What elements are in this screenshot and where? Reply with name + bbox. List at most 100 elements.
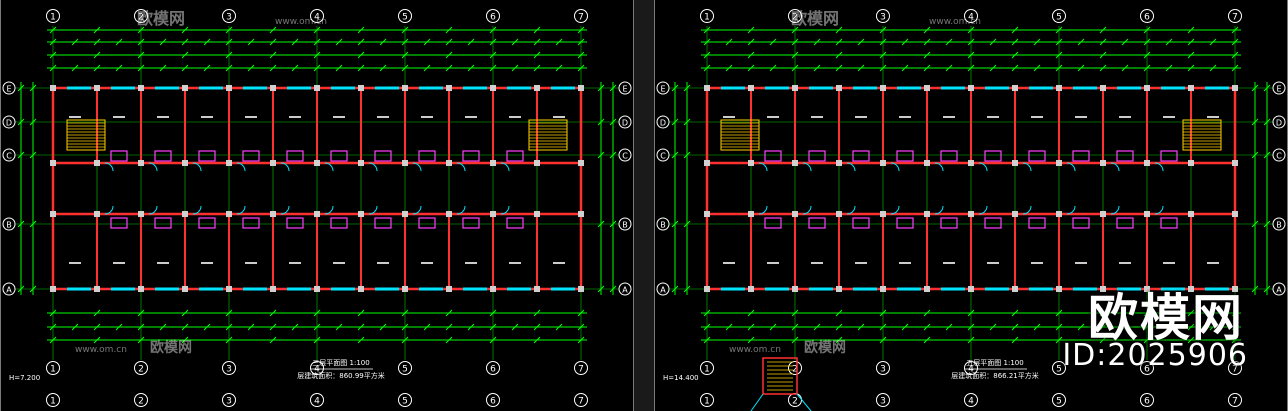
axis-number-label: 1 — [704, 365, 710, 375]
bathroom-fixture — [808, 217, 826, 229]
room-label-mark — [899, 262, 911, 264]
door-swing — [1154, 162, 1164, 172]
column — [1056, 211, 1062, 217]
url-watermark: www.om.cn — [275, 17, 327, 27]
room-label-mark — [1163, 116, 1175, 118]
column — [924, 85, 930, 91]
door-swing — [846, 205, 856, 215]
axis-number-label: 4 — [968, 365, 974, 375]
column — [226, 286, 232, 292]
axis-number-label: 6 — [490, 13, 496, 23]
door-swing — [978, 162, 988, 172]
column — [534, 160, 540, 166]
column — [836, 211, 842, 217]
column — [1144, 286, 1150, 292]
axis-letter-label: C — [660, 152, 666, 161]
axis-bubble — [964, 9, 978, 23]
dimension-tick — [181, 323, 189, 331]
axis-number-label: 6 — [1144, 397, 1150, 407]
door-swing — [802, 162, 812, 172]
bathroom-fixture — [1160, 150, 1178, 162]
dimension-tick — [445, 336, 453, 344]
axis-number-label: 6 — [490, 397, 496, 407]
column — [792, 160, 798, 166]
door-swing — [1022, 205, 1032, 215]
door-swing — [890, 205, 900, 215]
elevation-mark: H=14.400 — [663, 374, 699, 382]
dimension-tick — [1209, 64, 1217, 72]
dimension-tick — [1187, 309, 1195, 317]
axis-letter-label: A — [660, 286, 666, 295]
dimension-tick — [835, 323, 843, 331]
bathroom-fixture — [462, 150, 480, 162]
dimension-tick — [1077, 38, 1085, 46]
dimension-tick — [247, 64, 255, 72]
column — [94, 286, 100, 292]
axis-bubble — [964, 393, 978, 407]
room-label-mark — [113, 116, 125, 118]
dimension-tick — [159, 38, 167, 46]
door-swing — [1110, 162, 1120, 172]
dimension-tick — [423, 38, 431, 46]
column — [748, 211, 754, 217]
dimension-tick — [335, 38, 343, 46]
axis-number-label: 3 — [880, 397, 886, 407]
dimension-tick — [1077, 323, 1085, 331]
axis-letter-label: B — [1276, 221, 1282, 230]
axis-number-label: 2 — [792, 365, 798, 375]
axis-number-label: 1 — [704, 13, 710, 23]
axis-bubble — [656, 282, 670, 296]
axis-number-label: 5 — [1056, 365, 1062, 375]
room-label-mark — [1207, 262, 1219, 264]
axis-letter-label: E — [6, 85, 11, 94]
dimension-tick — [555, 323, 563, 331]
dimension-tick — [813, 38, 821, 46]
door-swing — [456, 162, 466, 172]
room-label-mark — [811, 262, 823, 264]
room-label-mark — [767, 116, 779, 118]
dimension-tick — [423, 64, 431, 72]
dimension-tick — [445, 64, 453, 72]
room-label-mark — [157, 116, 169, 118]
axis-bubble — [618, 282, 632, 296]
column — [490, 160, 496, 166]
dimension-tick — [93, 309, 101, 317]
url-watermark: www.om.cn — [75, 345, 127, 355]
dimension-tick — [1033, 38, 1041, 46]
dimension-tick — [1099, 51, 1107, 59]
axis-number-label: 5 — [1056, 397, 1062, 407]
axis-bubble — [2, 217, 16, 231]
column — [968, 286, 974, 292]
dimension-tick — [923, 51, 931, 59]
dimension-tick — [835, 309, 843, 317]
column — [358, 160, 364, 166]
dimension-tick — [1011, 26, 1019, 34]
column — [314, 211, 320, 217]
axis-bubble — [618, 81, 632, 95]
bathroom-fixture — [506, 150, 524, 162]
dimension-tick — [181, 64, 189, 72]
column — [182, 211, 188, 217]
column — [534, 286, 540, 292]
dimension-tick — [1187, 38, 1195, 46]
column — [270, 211, 276, 217]
dimension-tick — [269, 336, 277, 344]
room-label-mark — [811, 116, 823, 118]
dimension-tick — [269, 64, 277, 72]
bathroom-fixture — [764, 217, 782, 229]
dimension-tick — [1011, 38, 1019, 46]
room-label-mark — [899, 116, 911, 118]
axis-number-label: 4 — [314, 397, 320, 407]
dimension-tick — [857, 64, 865, 72]
bathroom-fixture — [984, 150, 1002, 162]
room-label-mark — [1075, 116, 1087, 118]
room-label-mark — [553, 262, 565, 264]
axis-letter-label: E — [1276, 85, 1281, 94]
column — [226, 160, 232, 166]
dimension-tick — [835, 64, 843, 72]
axis-letter-label: D — [660, 119, 666, 128]
column — [402, 211, 408, 217]
dimension-tick — [1099, 38, 1107, 46]
door-swing — [1022, 162, 1032, 172]
column — [94, 160, 100, 166]
